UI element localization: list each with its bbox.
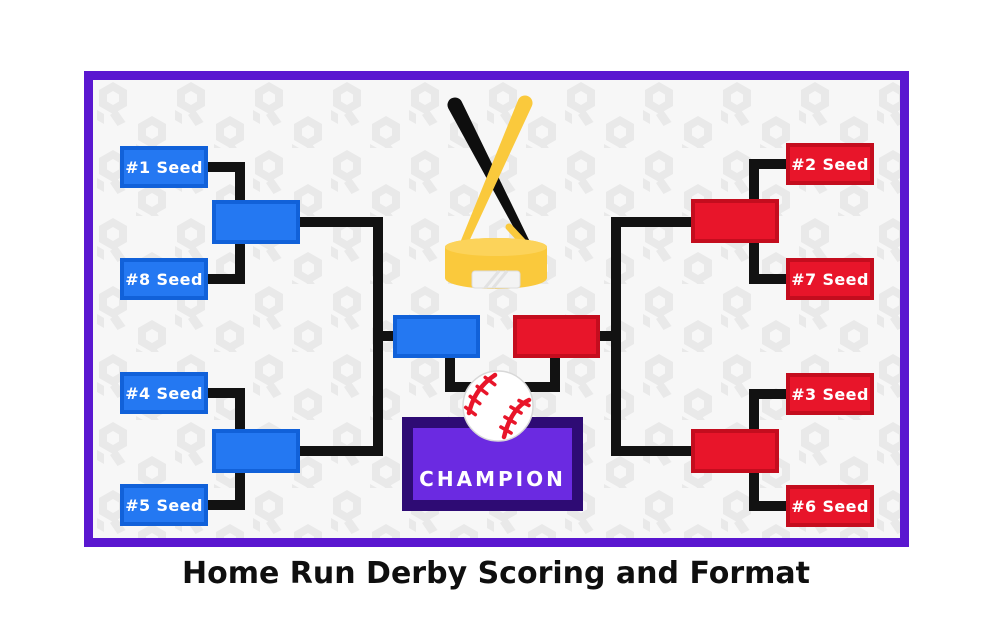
connector-line bbox=[550, 358, 560, 392]
seed-box-7: #7 Seed bbox=[786, 258, 874, 300]
connector-line bbox=[208, 162, 245, 172]
connector-line bbox=[373, 331, 399, 341]
seed-label: #3 Seed bbox=[791, 384, 869, 404]
connector-line bbox=[611, 217, 693, 227]
semifinal-box-red-top bbox=[691, 199, 779, 243]
connector-line bbox=[611, 446, 693, 456]
connector-line bbox=[208, 388, 245, 398]
semifinal-box-blue-bottom bbox=[212, 429, 300, 473]
seed-box-2: #2 Seed bbox=[786, 143, 874, 185]
seed-box-8: #8 Seed bbox=[120, 258, 208, 300]
final-box-red bbox=[513, 315, 600, 358]
bracket-area: #1 Seed #8 Seed #4 Seed #5 Seed #2 Seed … bbox=[93, 80, 900, 538]
final-box-blue bbox=[393, 315, 480, 358]
connector-line bbox=[749, 159, 786, 169]
seed-label: #4 Seed bbox=[125, 383, 203, 403]
seed-box-1: #1 Seed bbox=[120, 146, 208, 188]
seed-label: #6 Seed bbox=[791, 496, 869, 516]
connector-line bbox=[299, 446, 383, 456]
seed-label: #1 Seed bbox=[125, 157, 203, 177]
bracket-frame: #1 Seed #8 Seed #4 Seed #5 Seed #2 Seed … bbox=[84, 71, 909, 547]
semifinal-box-red-bottom bbox=[691, 429, 779, 473]
connector-line bbox=[749, 501, 786, 511]
semifinal-box-blue-top bbox=[212, 200, 300, 244]
seed-label: #8 Seed bbox=[125, 269, 203, 289]
seed-box-5: #5 Seed bbox=[120, 484, 208, 526]
champion-label: CHAMPION bbox=[419, 467, 566, 491]
seed-label: #7 Seed bbox=[791, 269, 869, 289]
seed-label: #2 Seed bbox=[791, 154, 869, 174]
connector-line bbox=[299, 217, 383, 227]
connector-line bbox=[208, 500, 245, 510]
seed-box-6: #6 Seed bbox=[786, 485, 874, 527]
connector-line bbox=[749, 389, 786, 399]
connector-line bbox=[594, 331, 621, 341]
seed-label: #5 Seed bbox=[125, 495, 203, 515]
page-title: Home Run Derby Scoring and Format bbox=[182, 556, 810, 591]
seed-box-3: #3 Seed bbox=[786, 373, 874, 415]
baseball-icon bbox=[461, 369, 535, 447]
connector-line bbox=[749, 274, 786, 284]
seed-box-4: #4 Seed bbox=[120, 372, 208, 414]
connector-line bbox=[208, 274, 245, 284]
crossed-bats-trophy-icon bbox=[423, 85, 568, 301]
connector-line bbox=[445, 358, 455, 392]
